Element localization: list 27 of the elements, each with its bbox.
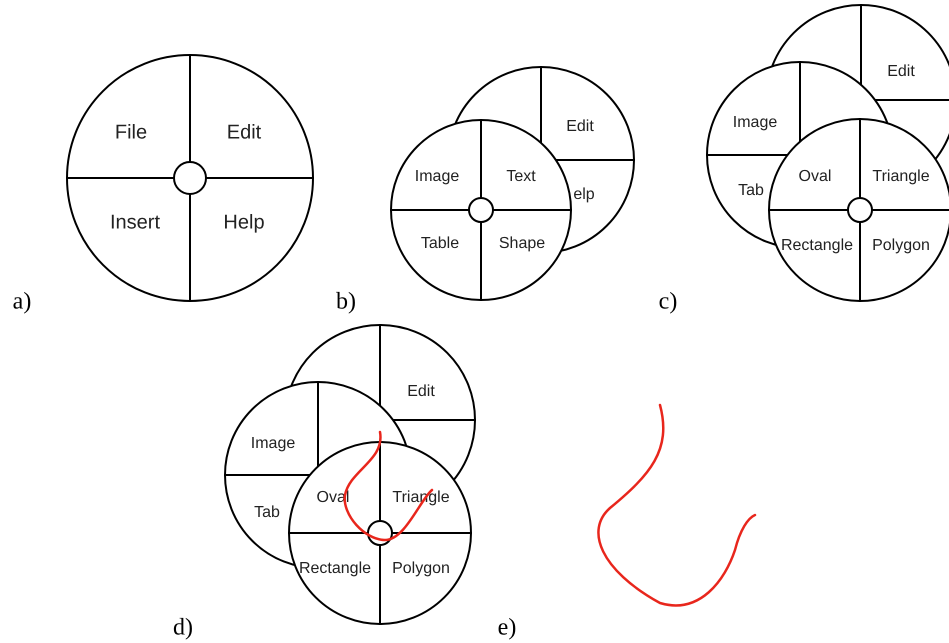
panel-label: d) [173, 614, 193, 642]
menu-item-label: Table [420, 235, 460, 253]
menu-item-label: Insert [110, 212, 160, 234]
menu-item-label: Image [732, 114, 778, 132]
panel-label: c) [658, 288, 678, 316]
panel-label: a) [12, 288, 32, 316]
menu-item-label: Edit [407, 383, 435, 401]
menu-item-label: Oval [798, 168, 832, 186]
menu-item-label: Tab [738, 182, 764, 200]
panel-label: e) [498, 614, 516, 642]
menu-item-label: elp [573, 186, 595, 204]
panel-label: b) [336, 288, 356, 316]
menu-item-label: Polygon [872, 237, 930, 255]
menu-item-label: Triangle [872, 168, 930, 186]
menu-item-label: Image [414, 168, 460, 186]
menu-item-label: Image [250, 435, 296, 453]
menu-item-label: File [114, 122, 148, 144]
menu-item-label: Edit [566, 118, 594, 136]
menu-item-label: Edit [226, 122, 262, 144]
menu-item-label: Rectangle [780, 237, 854, 255]
menu-item-label: Text [506, 168, 536, 186]
menu-item-label: Help [223, 212, 265, 234]
menu-item-label: Polygon [392, 560, 450, 578]
menu-item-label: Tab [254, 504, 280, 522]
menu-item-label: Rectangle [298, 560, 372, 578]
menu-item-label: Edit [887, 63, 915, 81]
menu-item-label: Shape [498, 235, 546, 253]
